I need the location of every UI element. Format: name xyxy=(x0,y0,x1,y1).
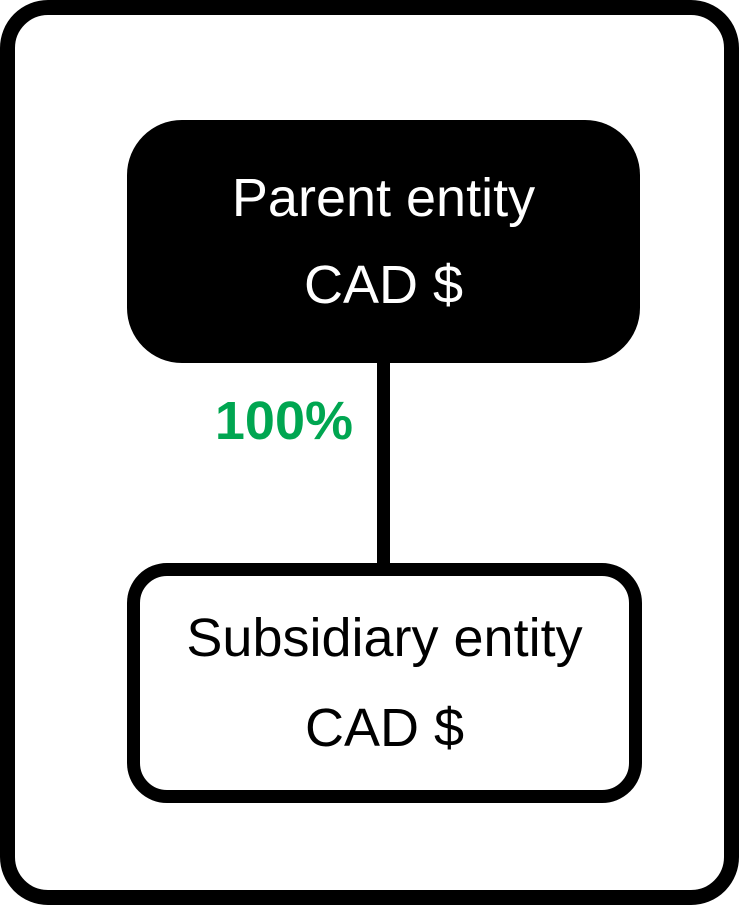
parent-entity-currency: CAD $ xyxy=(303,255,464,315)
parent-entity-node: Parent entity CAD $ xyxy=(127,120,640,363)
subsidiary-entity-node: Subsidiary entity CAD $ xyxy=(127,563,642,803)
parent-entity-name: Parent entity xyxy=(231,168,536,228)
ownership-percentage-label: 100% xyxy=(214,391,353,451)
subsidiary-entity-currency: CAD $ xyxy=(304,698,465,758)
ownership-connector-line xyxy=(377,361,390,565)
subsidiary-entity-name: Subsidiary entity xyxy=(186,608,583,668)
